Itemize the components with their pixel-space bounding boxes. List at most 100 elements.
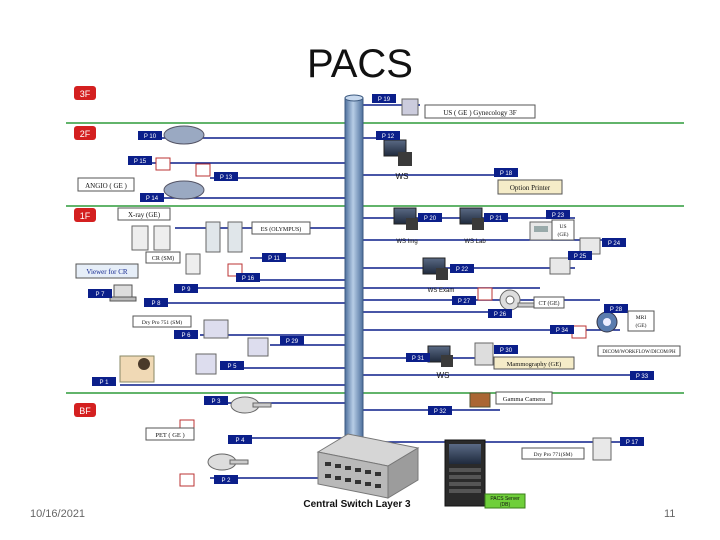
floor-label-bf: BF	[74, 403, 96, 417]
port-p26: P 26	[488, 309, 512, 318]
device-us-ge: US(GE)	[551, 219, 575, 241]
central-switch	[316, 433, 420, 499]
port-p12: P 12	[376, 131, 400, 140]
device-viewer-cr: Viewer for CR	[75, 263, 139, 279]
slide-title: PACS	[307, 42, 413, 86]
floor-label-1f: 1F	[74, 208, 96, 222]
printer-icon	[549, 257, 571, 275]
svg-text:P 14: P 14	[146, 196, 159, 202]
svg-text:P 10: P 10	[144, 134, 157, 140]
port-p13: P 13	[214, 172, 238, 181]
dry-printer-icon	[195, 353, 217, 375]
svg-text:Option Printer: Option Printer	[510, 184, 551, 192]
floor-label-text: 1F	[80, 211, 91, 221]
port-p33: P 33	[630, 371, 654, 380]
slide-page-number: 11	[664, 508, 676, 520]
port-p23: P 23	[546, 210, 570, 219]
svg-text:P 33: P 33	[636, 374, 649, 380]
svg-text:CR (SM): CR (SM)	[152, 255, 174, 262]
port-p28: P 28	[604, 304, 628, 313]
port-p6: P 6	[174, 330, 198, 339]
port-labels: P 19 P 10 P 12 P 15 P 13 P 18 P 14 P 20 …	[88, 94, 654, 484]
svg-text:Gamma Camera: Gamma Camera	[503, 396, 546, 403]
svg-text:P 11: P 11	[268, 256, 280, 262]
port-p31: P 31	[406, 353, 430, 362]
es-unit-icon	[205, 221, 243, 253]
central-switch-label: Central Switch Layer 3	[303, 499, 411, 510]
svg-text:Mammography (GE): Mammography (GE)	[507, 361, 562, 368]
device-mri-ge: MRI(GE)	[627, 310, 655, 332]
svg-text:P 9: P 9	[182, 287, 192, 293]
svg-text:P 30: P 30	[500, 348, 513, 354]
svg-text:P 27: P 27	[458, 299, 471, 305]
port-p9: P 9	[174, 284, 198, 293]
port-p21: P 21	[484, 213, 508, 222]
port-p29: P 29	[280, 336, 304, 345]
ws-label: WS Lab	[464, 239, 486, 245]
svg-text:P 19: P 19	[378, 97, 391, 103]
port-p24: P 24	[602, 238, 626, 247]
floor-label-text: 3F	[80, 89, 91, 99]
svg-text:P 8: P 8	[152, 301, 162, 307]
device-xray: X-ray (GE)	[117, 207, 171, 221]
ultrasound-icon	[401, 98, 419, 116]
svg-text:X-ray (GE): X-ray (GE)	[128, 211, 161, 219]
gamma-camera-icon	[469, 392, 491, 408]
device-us-gynecology: US ( GE ) Gynecology 3F	[424, 104, 536, 119]
ws-label: WS Img	[396, 239, 417, 245]
port-p2: P 2	[214, 475, 238, 484]
svg-text:P 25: P 25	[574, 254, 587, 260]
port-p1: P 1	[92, 377, 116, 386]
svg-text:P 5: P 5	[228, 364, 238, 370]
device-cr-sm: CR (SM)	[145, 251, 181, 264]
svg-text:US ( GE ) Gynecology 3F: US ( GE ) Gynecology 3F	[443, 109, 516, 117]
device-pet-ge: PET ( GE )	[145, 427, 195, 441]
svg-text:P 18: P 18	[500, 171, 513, 177]
svg-text:P 3: P 3	[212, 399, 222, 405]
port-p3: P 3	[204, 396, 228, 405]
svg-text:Viewer for CR: Viewer for CR	[86, 268, 128, 276]
svg-text:(GE): (GE)	[558, 231, 569, 238]
svg-text:P 7: P 7	[96, 292, 106, 298]
svg-text:P 26: P 26	[494, 312, 507, 318]
device-dry-pro-751: Dry Pro 751 (SM)	[132, 315, 192, 328]
cube-icon	[179, 473, 195, 487]
workstation-icon	[393, 207, 418, 230]
workstation-icon	[427, 345, 453, 367]
device-mammography: Mammography (GE)	[493, 356, 575, 370]
svg-text:P 24: P 24	[608, 241, 621, 247]
device-option-printer: Option Printer	[497, 179, 563, 195]
svg-text:P 2: P 2	[222, 478, 232, 484]
port-p16: P 16	[236, 273, 260, 282]
port-p18: P 18	[494, 168, 518, 177]
port-p15: P 15	[128, 156, 152, 165]
device-dry-pro-771: Dry Pro 771(SM)	[521, 447, 585, 460]
cube-icon	[195, 163, 211, 177]
svg-text:P 12: P 12	[382, 134, 395, 140]
angio-icon	[163, 180, 205, 200]
svg-text:P 22: P 22	[456, 267, 469, 273]
dry-printer-icon	[247, 337, 269, 357]
device-angio: ANGIO ( GE )	[77, 177, 135, 192]
cube-icon	[571, 325, 587, 339]
pacs-server-rack	[444, 439, 486, 507]
port-p8: P 8	[144, 298, 168, 307]
svg-text:P 4: P 4	[236, 438, 246, 444]
svg-text:Dry Pro 771(SM): Dry Pro 771(SM)	[534, 451, 573, 458]
svg-text:ANGIO ( GE ): ANGIO ( GE )	[85, 182, 127, 190]
workstation-icon	[383, 139, 412, 166]
svg-text:P 29: P 29	[286, 339, 299, 345]
ws-label: WS	[437, 371, 450, 380]
port-p7: P 7	[88, 289, 112, 298]
cube-icon	[477, 287, 493, 301]
device-labels: US ( GE ) Gynecology 3F ANGIO ( GE ) Opt…	[75, 104, 681, 460]
network-cables	[120, 104, 650, 479]
svg-text:P 15: P 15	[134, 159, 147, 165]
device-gamma-camera: Gamma Camera	[495, 391, 553, 405]
ws-label: WS Exam	[428, 288, 455, 294]
printer-icon	[529, 221, 553, 241]
svg-text:P 23: P 23	[552, 213, 565, 219]
port-p22: P 22	[450, 264, 474, 273]
svg-text:DICOM/WORKFLOW/DICOM/PH: DICOM/WORKFLOW/DICOM/PH	[602, 350, 676, 355]
